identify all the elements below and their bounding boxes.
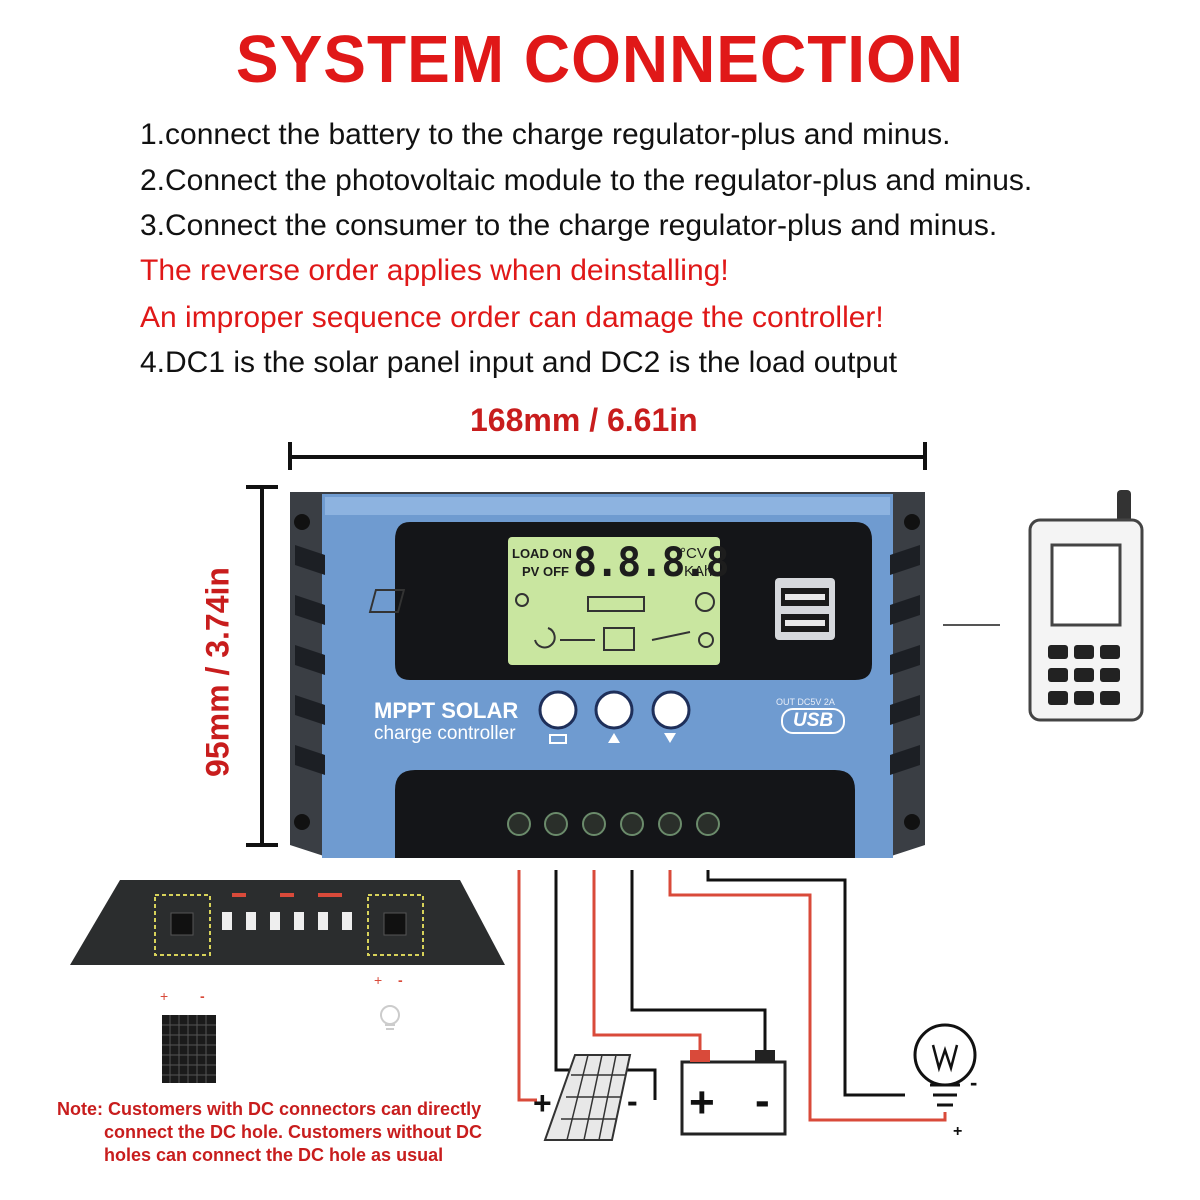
lcd-digits: 8.8.8.8 <box>573 540 730 586</box>
battery-plus-terminal <box>582 812 606 836</box>
bulb-plus-label: + <box>953 1123 963 1140</box>
lcd-unit-bottom: KAh <box>684 563 713 580</box>
note-line-3: holes can connect the DC hole as usual <box>104 1145 444 1165</box>
clock-icon <box>698 632 714 648</box>
mini-panel-plus-label: + <box>160 988 169 1004</box>
lcd-screen <box>508 537 720 665</box>
up-button <box>594 690 634 730</box>
instruction-line: 3.Connect the consumer to the charge reg… <box>140 209 998 242</box>
lcd-pv-off: PV OFF <box>522 564 569 579</box>
down-button <box>651 690 691 730</box>
mini-solar-panel-icon <box>162 1015 216 1083</box>
mount-hole-icon <box>294 814 310 830</box>
light-bulb-icon <box>913 1023 977 1107</box>
mini-bulb-icon <box>380 1005 400 1030</box>
width-dimension-label: 168mm / 6.61in <box>470 402 698 438</box>
up-arrow-icon <box>608 733 620 743</box>
mini-bulb-plus-label: + <box>374 972 383 988</box>
note-line-2: connect the DC hole. Customers without D… <box>104 1122 483 1142</box>
instruction-line: An improper sequence order can damage th… <box>140 301 884 334</box>
height-dimension-line <box>246 485 278 847</box>
usb-spec-label: OUT DC5V 2A <box>776 697 835 707</box>
mini-bulb-minus-label: - <box>398 972 403 988</box>
battery-icon <box>603 627 635 651</box>
lcd-status-icons <box>368 589 715 651</box>
phone-icon <box>1028 490 1144 722</box>
mini-panel-minus-label: - <box>200 988 205 1004</box>
instruction-line: 2.Connect the photovoltaic module to the… <box>140 164 1033 197</box>
discharge-arrow-icon <box>651 631 691 641</box>
bulb-minus-label: - <box>970 1070 978 1095</box>
solar-panel-icon <box>368 589 406 613</box>
mount-hole-icon <box>904 514 920 530</box>
lcd-unit-top: °CV <box>680 545 707 562</box>
battery-minus-terminal <box>620 812 644 836</box>
instruction-line: 1.connect the battery to the charge regu… <box>140 118 951 151</box>
instruction-line: 4.DC1 is the solar panel input and DC2 i… <box>140 346 898 379</box>
left-cooling-fins <box>295 545 325 775</box>
battery-level-icon <box>587 596 645 612</box>
terminal-block <box>395 770 855 858</box>
mount-hole-icon <box>904 814 920 830</box>
pv-plus-label: + <box>533 1085 552 1121</box>
width-dimension-line <box>288 442 927 470</box>
moon-icon <box>534 627 556 649</box>
brand-subtitle: charge controller <box>374 723 516 744</box>
page-title: SYSTEM CONNECTION <box>235 21 965 97</box>
brand-title: MPPT SOLAR <box>374 698 519 723</box>
control-buttons <box>538 690 691 744</box>
load-minus-terminal <box>696 812 720 836</box>
pv-minus-label: - <box>627 1083 638 1119</box>
terminal-screws <box>507 812 720 836</box>
usb-label: USB <box>781 708 846 734</box>
battery-plus-label: + <box>689 1078 715 1127</box>
right-cooling-fins <box>890 545 920 775</box>
instruction-line: The reverse order applies when deinstall… <box>140 254 729 287</box>
pv-minus-terminal <box>544 812 568 836</box>
controller-bottom-view <box>70 880 505 965</box>
battery-minus-label: - <box>755 1076 770 1125</box>
bulb-icon <box>695 592 715 612</box>
load-plus-terminal <box>658 812 682 836</box>
battery-mode-icon <box>549 734 567 744</box>
menu-button <box>538 690 578 730</box>
pv-plus-terminal <box>507 812 531 836</box>
battery-icon <box>680 1050 787 1136</box>
mount-hole-icon <box>294 514 310 530</box>
note-line-1: Note: Customers with DC connectors can d… <box>57 1099 482 1119</box>
solar-panel-icon <box>543 1054 632 1141</box>
lcd-load-on: LOAD ON <box>512 546 572 561</box>
down-arrow-icon <box>664 733 676 743</box>
charge-controller <box>290 492 925 858</box>
usb-ports <box>775 578 835 640</box>
sun-icon <box>515 593 529 607</box>
